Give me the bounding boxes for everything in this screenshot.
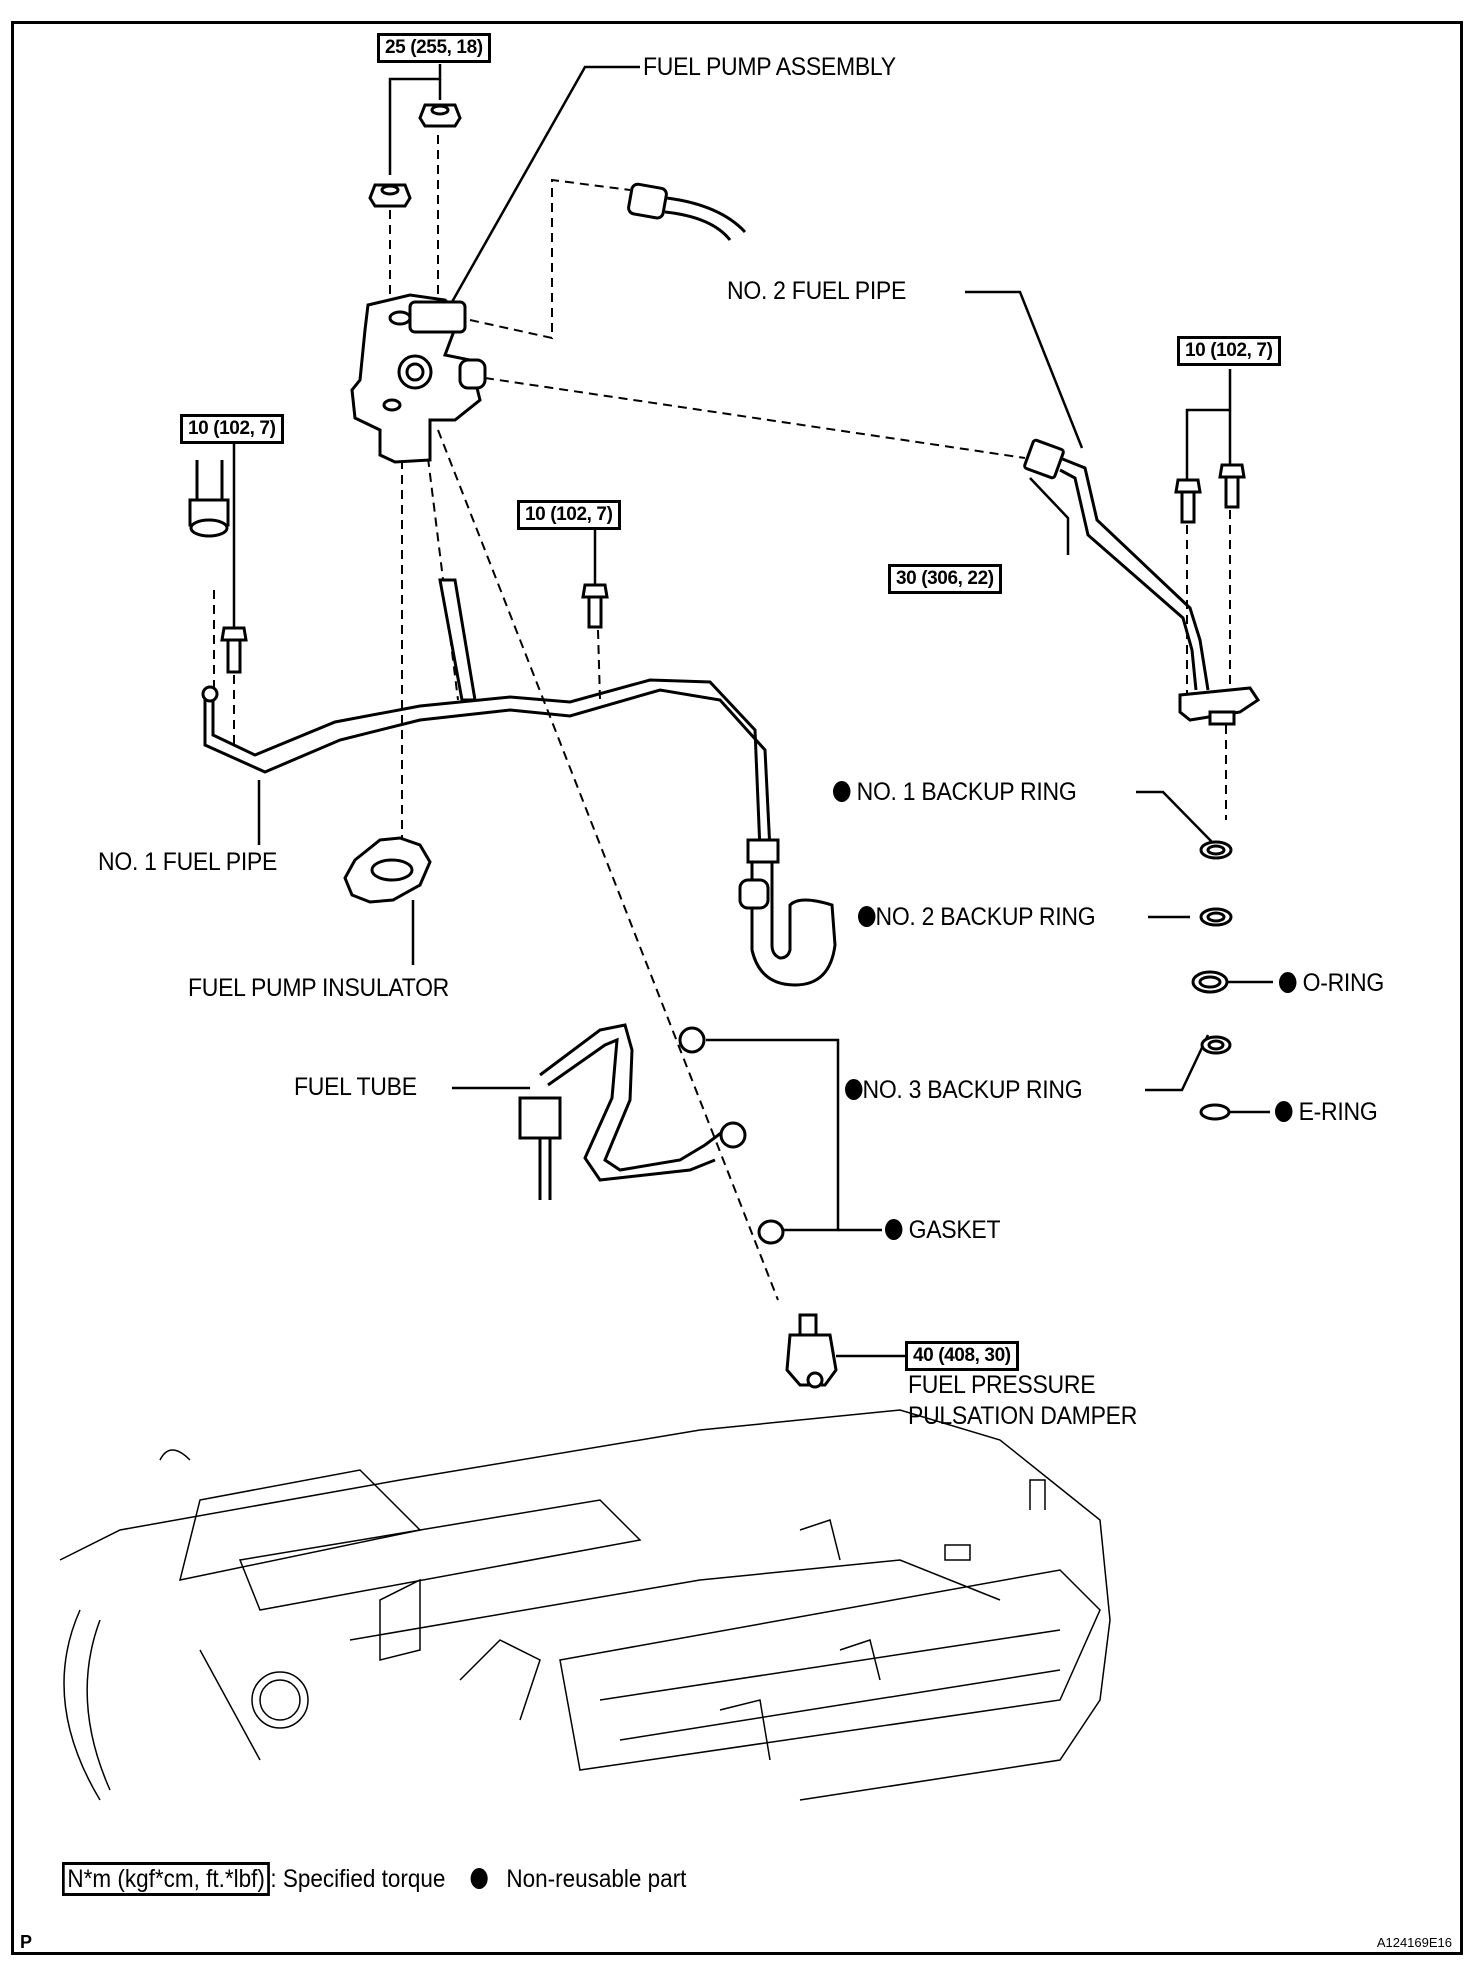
torque-spec-pump-nuts: 25 (255, 18) — [377, 33, 491, 63]
label-no2-fuel-pipe: NO. 2 FUEL PIPE — [727, 277, 907, 305]
torque-spec-no2-pipe-union: 30 (306, 22) — [888, 564, 1002, 594]
legend-torque-desc: : Specified torque — [270, 1865, 446, 1893]
insulator-gasket — [343, 836, 432, 904]
connector-hose — [627, 182, 747, 241]
non-reusable-icon — [1279, 972, 1297, 993]
label-no1-backup-ring: NO. 1 BACKUP RING — [833, 779, 1077, 806]
label-fuel-pump-assembly: FUEL PUMP ASSEMBLY — [643, 53, 896, 81]
left-hose — [188, 460, 230, 538]
non-reusable-icon — [833, 781, 851, 802]
torque-spec-no2-pipe-bolts: 10 (102, 7) — [1177, 336, 1281, 366]
fuel-pump-body — [350, 293, 487, 464]
label-e-ring: E-RING — [1275, 1099, 1378, 1126]
gaskets — [678, 1026, 785, 1245]
label-damper-line1: FUEL PRESSURE — [908, 1371, 1096, 1399]
label-gasket: GASKET — [885, 1217, 1001, 1244]
leader-lines — [232, 64, 1273, 1358]
torque-spec-no1-pipe-bolt-center: 10 (102, 7) — [517, 500, 621, 530]
fuel-tube — [518, 1023, 747, 1200]
no1-fuel-pipe — [201, 578, 837, 987]
label-no3-backup-ring: NO. 3 BACKUP RING — [845, 1077, 1083, 1104]
torque-spec-damper: 40 (408, 30) — [905, 1341, 1019, 1371]
seal-rings — [1191, 840, 1233, 1121]
label-fuel-pump-insulator: FUEL PUMP INSULATOR — [188, 974, 450, 1002]
non-reusable-icon — [885, 1219, 903, 1240]
non-reusable-icon — [858, 906, 876, 927]
section-mark: P — [20, 1932, 33, 1952]
label-fuel-tube: FUEL TUBE — [294, 1073, 417, 1101]
legend: N*m (kgf*cm, ft.*lbf): Specified torque … — [62, 1862, 687, 1896]
bolts — [220, 463, 1246, 674]
no2-fuel-pipe — [1023, 438, 1261, 726]
legend-nonreusable-desc: Non-reusable part — [506, 1865, 687, 1893]
engine-illustration — [59, 1409, 1111, 1801]
torque-spec-no1-pipe-bolt-left: 10 (102, 7) — [180, 414, 284, 444]
legend-torque-units: N*m (kgf*cm, ft.*lbf) — [62, 1862, 271, 1896]
label-no1-fuel-pipe: NO. 1 FUEL PIPE — [98, 848, 278, 876]
label-no2-backup-ring: NO. 2 BACKUP RING — [858, 904, 1096, 931]
diagram-frame — [11, 21, 1463, 1955]
pulsation-damper — [785, 1313, 838, 1389]
label-o-ring: O-RING — [1279, 970, 1384, 997]
non-reusable-icon — [845, 1079, 863, 1100]
flange-nuts — [368, 103, 462, 208]
label-damper-line2: PULSATION DAMPER — [908, 1402, 1138, 1430]
figure-id: A124169E16 — [1376, 1935, 1452, 1950]
non-reusable-icon — [470, 1868, 488, 1889]
non-reusable-icon — [1275, 1101, 1293, 1122]
